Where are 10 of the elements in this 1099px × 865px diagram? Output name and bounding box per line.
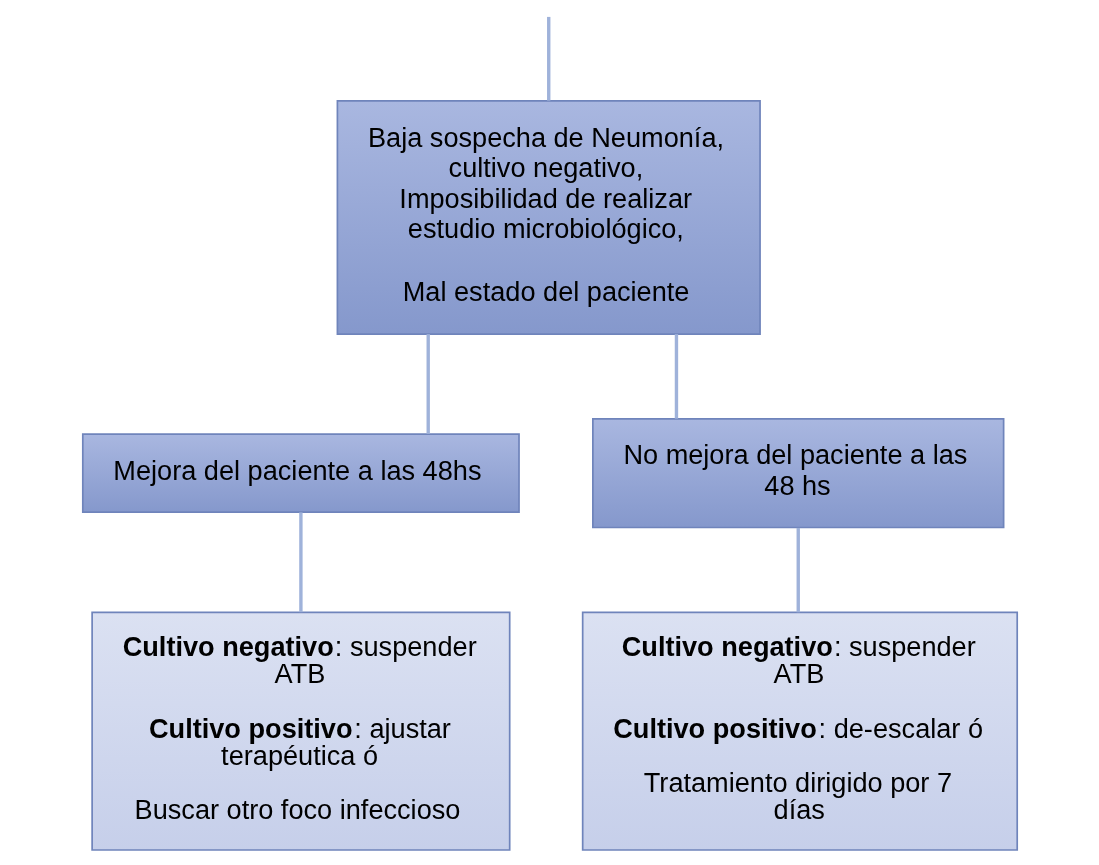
connector [674, 334, 678, 419]
node-box: Cultivo negativo: suspender ATB Cultivo positivo: ajustar terapéutica ó Buscar otro foco infeccioso [90, 611, 511, 851]
connector [426, 334, 430, 434]
node-box: Cultivo negativo: suspender ATB Cultivo positivo: de-escalar ó Tratamiento dirigido por 7 días [581, 611, 1018, 851]
node-box: Baja sospecha de Neumonía, cultivo negativo, Imposibilidad de realizar estudio microbiológico, Mal estado del paciente [336, 100, 761, 335]
connector [796, 527, 800, 613]
node-box: No mejora del paciente a las 48 hs [591, 418, 1004, 529]
node-box: Mejora del paciente a las 48hs [81, 433, 520, 514]
connector [546, 16, 550, 101]
connector [298, 512, 303, 613]
